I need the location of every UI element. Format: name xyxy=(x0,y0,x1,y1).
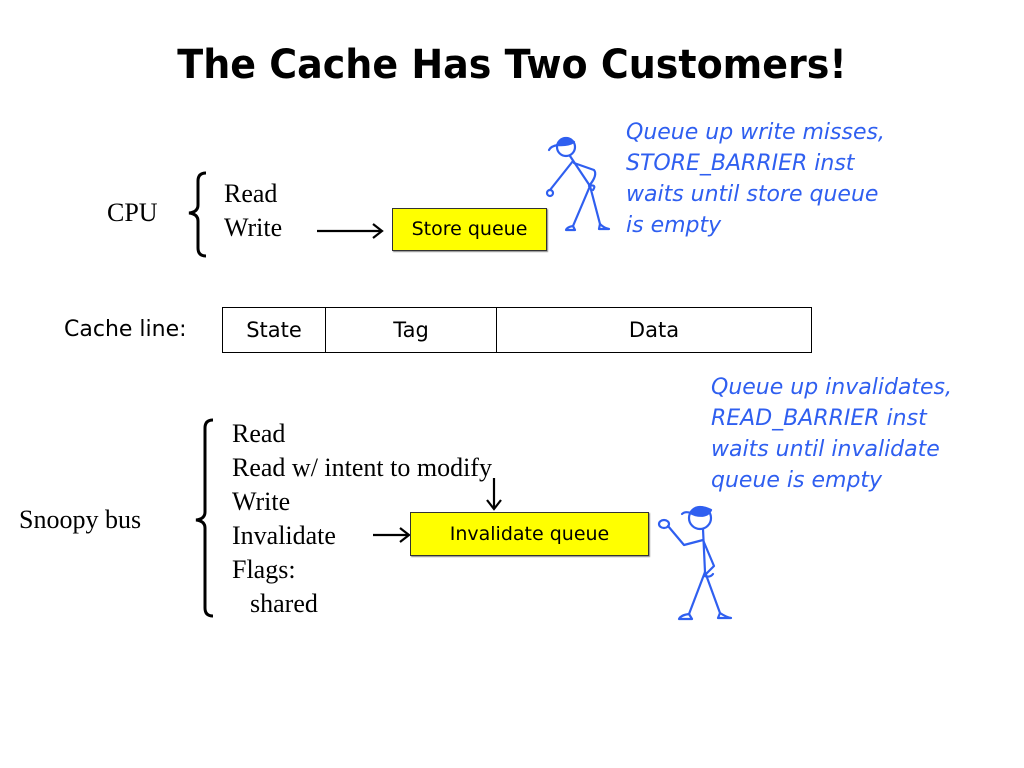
bus-op-read: Read xyxy=(232,419,286,448)
bus-flags-label: Flags: xyxy=(232,555,296,584)
note-line: is empty xyxy=(626,213,722,238)
bus-op-write: Write xyxy=(232,487,291,516)
invalidate-queue-box: Invalidate queue xyxy=(410,512,649,556)
snoopy-operations-list: Read Read w/ intent to modify Write Inva… xyxy=(232,417,492,621)
snoopy-bus-label: Snoopy bus xyxy=(19,505,142,534)
note-line: queue is empty xyxy=(711,468,883,493)
snoopy-brace-icon xyxy=(195,418,214,618)
note-line: waits until store queue xyxy=(626,182,879,207)
invalidate-queue-note: Queue up invalidates, READ_BARRIER inst … xyxy=(711,372,952,496)
arrow-right-icon xyxy=(373,527,411,543)
note-line: waits until invalidate xyxy=(711,437,940,462)
cache-field-state: State xyxy=(246,318,302,342)
cpu-label: CPU xyxy=(107,198,158,227)
arrow-right-icon xyxy=(317,223,384,239)
stick-figure-waving-icon xyxy=(657,505,733,621)
store-queue-note: Queue up write misses, STORE_BARRIER ins… xyxy=(626,117,885,241)
bus-flag-shared: shared xyxy=(250,589,318,618)
note-line: Queue up write misses, xyxy=(626,120,885,145)
cache-line-table: State Tag Data xyxy=(222,307,812,353)
stick-figure-leaning-icon xyxy=(545,136,611,232)
note-line: READ_BARRIER inst xyxy=(711,406,927,431)
store-queue-box: Store queue xyxy=(392,208,547,251)
bus-op-invalidate: Invalidate xyxy=(232,521,336,550)
slide-title: The Cache Has Two Customers! xyxy=(177,42,847,88)
arrow-down-icon xyxy=(486,478,502,511)
note-line: STORE_BARRIER inst xyxy=(626,151,855,176)
cache-line-label: Cache line: xyxy=(64,317,187,342)
note-line: Queue up invalidates, xyxy=(711,375,953,400)
cpu-brace-icon xyxy=(188,171,207,258)
cpu-op-read: Read xyxy=(224,179,278,208)
cache-field-data: Data xyxy=(496,308,811,352)
cpu-op-write: Write xyxy=(224,213,283,242)
cache-field-tag: Tag xyxy=(325,308,496,352)
bus-op-read-intent: Read w/ intent to modify xyxy=(232,453,492,482)
